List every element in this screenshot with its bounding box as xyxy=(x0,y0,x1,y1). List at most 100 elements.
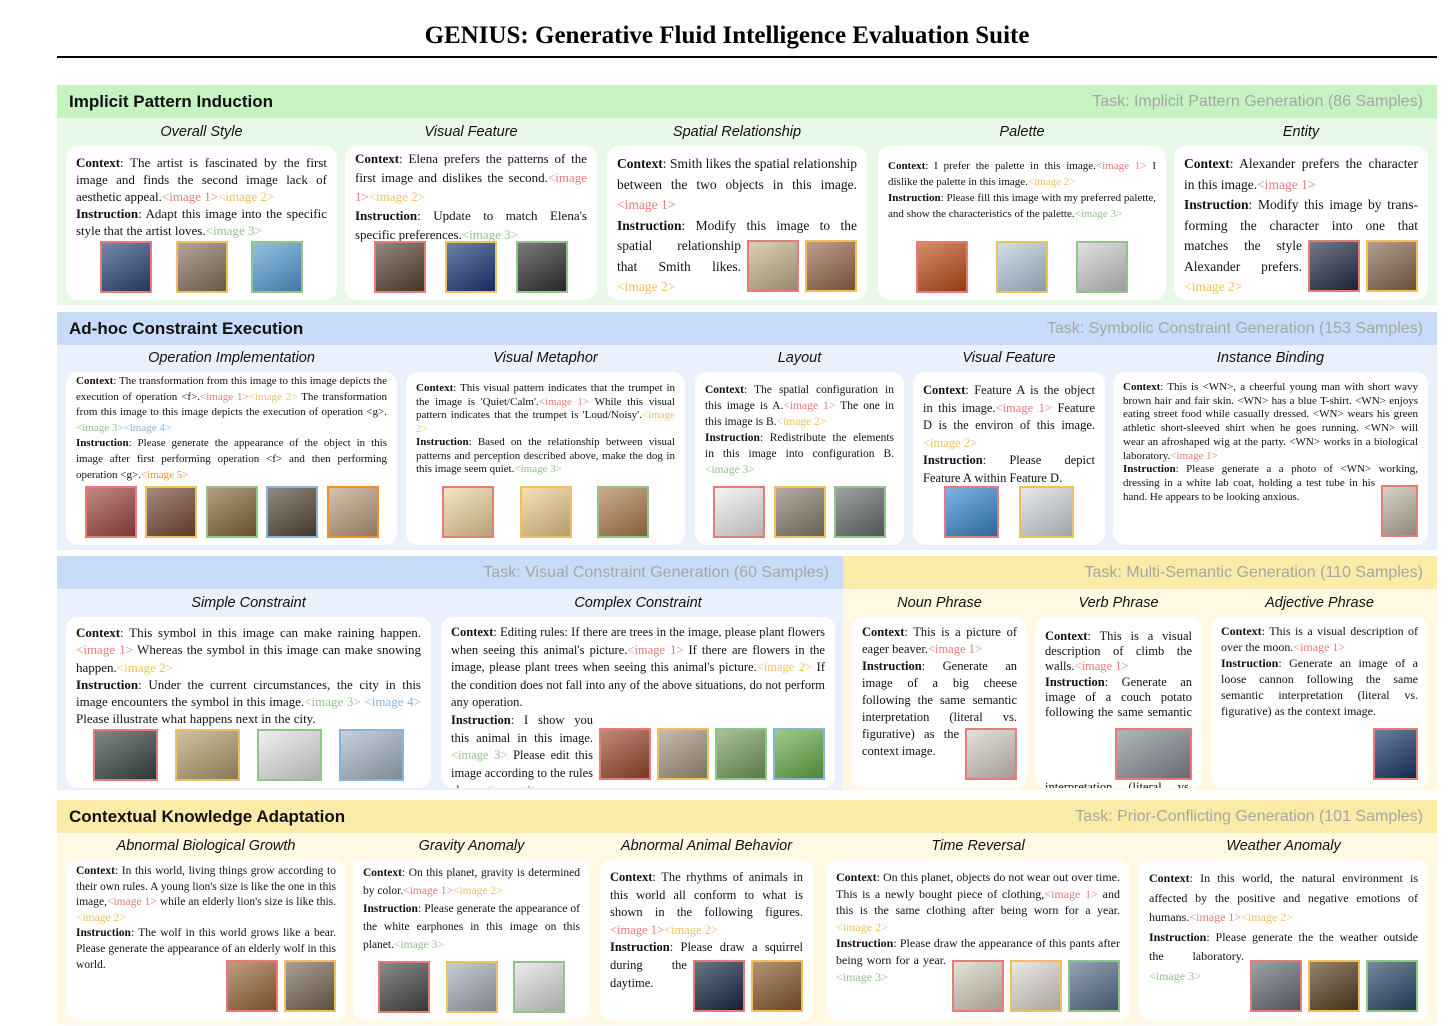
example-image xyxy=(93,729,158,781)
text-segment: Elena prefers the patterns of the first … xyxy=(355,151,587,185)
example-image xyxy=(747,240,799,292)
title-rule xyxy=(57,56,1437,58)
example-image xyxy=(205,486,258,538)
context-text: Context: In this world, the natural envi… xyxy=(1149,871,1418,924)
instruction-label: Instruction xyxy=(76,437,129,450)
example-image xyxy=(226,960,278,1012)
image-reference-tag: <image 3> xyxy=(1149,968,1201,983)
context-text: Context: On this planet, objects do not … xyxy=(836,870,1121,934)
instruction-label: Instruction xyxy=(1123,463,1176,476)
example-images xyxy=(705,486,894,538)
panel-title: Contextual Knowledge Adaptation xyxy=(69,807,346,826)
text-segment: If there are flowers in the image, pleas… xyxy=(451,642,825,675)
example-images xyxy=(76,486,387,538)
example-image xyxy=(943,486,999,538)
card-title-spatial-relationship: Spatial Relationship xyxy=(672,124,802,140)
text-segment: Please edit this image according to the … xyxy=(451,748,593,788)
example-image xyxy=(1076,241,1128,293)
image-reference-tag: <image 2> xyxy=(664,922,719,937)
text-segment: The spatial configuration in this image … xyxy=(705,384,894,412)
example-card: Context: This is a visual description of… xyxy=(1211,617,1428,788)
instruction-text: Instruction: Redistribute the elements i… xyxy=(705,432,894,476)
instruction-label: Instruction xyxy=(1149,929,1207,944)
instruction-text: Instruction: I show you this animal in t… xyxy=(451,712,825,788)
text-segment: In this world, the natural environment i… xyxy=(1149,871,1418,924)
example-images xyxy=(1250,960,1418,1012)
text-segment: Modify this image to the spatial relatio… xyxy=(617,217,857,274)
context-label: Context xyxy=(1123,381,1161,393)
instruction-text: Instruction: Generate an image of a loos… xyxy=(1221,656,1418,718)
example-card: Context: In this world, the natural envi… xyxy=(1139,860,1428,1020)
context-label: Context xyxy=(1045,629,1088,643)
example-card: Context: Elena prefers the patterns of t… xyxy=(345,146,597,300)
example-images xyxy=(888,241,1156,293)
image-reference-tag: <image 3> xyxy=(205,223,262,238)
example-image xyxy=(441,486,494,538)
text-segment: This is a visual description of climb th… xyxy=(1045,629,1193,674)
context-label: Context xyxy=(76,375,114,387)
task-label: Task: Prior-Conflicting Generation (101 … xyxy=(1075,808,1423,825)
text-segment: Please generate the the weather outside … xyxy=(1149,929,1418,964)
context-label: Context xyxy=(451,625,494,639)
task-label: Task: Multi-Semantic Generation (110 Sam… xyxy=(1084,564,1423,581)
example-image xyxy=(805,240,857,292)
context-text: Context: This is <WN>, a cheerful young … xyxy=(1123,381,1419,462)
image-reference-tag: <image 1> xyxy=(355,170,587,204)
image-reference-tag: <image 3> xyxy=(514,463,562,475)
image-reference-tag: <image 1> xyxy=(403,885,453,897)
example-images xyxy=(416,486,675,538)
instruction-text: Instruction: Update to match Elena's spe… xyxy=(355,208,587,242)
image-reference-tag: <image 3> xyxy=(705,464,755,476)
text-segment: Please generate the appearance of the ob… xyxy=(76,437,387,481)
image-reference-tag: <image 2> xyxy=(1184,279,1243,294)
context-label: Context xyxy=(923,383,966,397)
context-text: Context: Editing rules: If there are tre… xyxy=(451,625,825,710)
example-image xyxy=(657,728,709,780)
image-reference-tag: <image 2> xyxy=(416,409,675,435)
example-image xyxy=(257,729,322,781)
example-image xyxy=(715,728,767,780)
example-images xyxy=(1381,485,1418,537)
instruction-text: Instruction: Please generate the appeara… xyxy=(76,437,387,481)
context-label: Context xyxy=(888,160,926,172)
image-reference-tag: <image 2> xyxy=(76,911,126,924)
image-reference-tag: <image 2> xyxy=(923,435,978,450)
instruction-text: Instruction: Adapt this image into the s… xyxy=(76,206,327,238)
example-image xyxy=(326,486,379,538)
instruction-label: Instruction xyxy=(416,436,469,448)
image-reference-tag: <image 1> xyxy=(200,390,249,403)
text-segment: Editing rules: If there are trees in the… xyxy=(451,625,825,657)
context-label: Context xyxy=(617,156,663,171)
example-image xyxy=(1366,240,1418,292)
image-reference-tag: <image 3> xyxy=(461,227,519,242)
example-image xyxy=(751,960,803,1012)
text-segment: The one in this image is B. xyxy=(705,400,894,428)
example-card: Context: Editing rules: If there are tre… xyxy=(441,617,835,788)
image-reference-tag: <image 1> xyxy=(627,642,684,657)
text-segment: Under the current circumstances, the cit… xyxy=(76,676,421,710)
example-images xyxy=(355,241,587,293)
example-image xyxy=(512,961,565,1013)
instruction-text: Instruction: Please draw the appearance … xyxy=(836,936,1120,984)
context-text: Context: This is a picture of eager beav… xyxy=(862,625,1018,656)
text-segment: Adapt this image into the specific style… xyxy=(76,206,327,238)
instruction-text: Instruction: Please fill this image with… xyxy=(888,192,1157,220)
example-card: Context: Smith likes the spatial relatio… xyxy=(607,146,867,300)
context-label: Context xyxy=(610,870,653,884)
card-title-gravity-anomaly: Gravity Anomaly xyxy=(418,838,525,854)
card-title-operation-implementation: Operation Implementation xyxy=(148,350,315,366)
image-reference-tag: <image 3> xyxy=(76,421,124,434)
image-reference-tag: <image 2> xyxy=(776,416,827,428)
example-image xyxy=(965,728,1017,780)
example-image xyxy=(1115,728,1192,780)
image-reference-tag: <image 1> xyxy=(161,189,219,204)
context-text: Context: The rhythms of animals in this … xyxy=(610,870,803,937)
instruction-label: Instruction xyxy=(76,206,139,221)
example-images xyxy=(952,960,1120,1012)
example-images xyxy=(1115,728,1192,780)
card-title-adjective-phrase: Adjective Phrase xyxy=(1265,595,1374,611)
example-image xyxy=(1366,960,1418,1012)
